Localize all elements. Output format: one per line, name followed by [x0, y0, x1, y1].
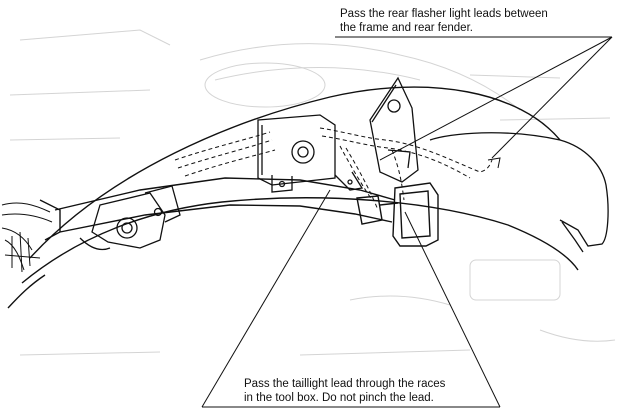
taillight-connector	[356, 182, 439, 247]
callout-leaders	[201, 36, 613, 408]
wiring-harness-runs	[174, 127, 493, 211]
callout-bottom-line-2: in the tool box. Do not pinch the lead.	[244, 392, 434, 404]
taillight-housing	[429, 132, 609, 253]
ghosted-background-drawing	[9, 29, 616, 356]
callout-top-line-2: the frame and rear fender.	[340, 22, 473, 34]
callout-taillight-lead: Pass the taillight lead through the race…	[244, 377, 445, 405]
rear-fender	[7, 86, 579, 309]
center-bracket	[257, 114, 364, 193]
left-mounting-bracket	[79, 185, 181, 251]
left-wire-bundle	[1, 202, 53, 273]
flasher-lead-end	[487, 157, 501, 169]
tool-box-bracket	[369, 76, 419, 183]
callout-bottom-line-1: Pass the taillight lead through the race…	[244, 378, 446, 390]
callout-top-line-1: Pass the rear flasher light leads betwee…	[340, 8, 548, 20]
callout-rear-flasher-leads: Pass the rear flasher light leads betwee…	[340, 7, 548, 35]
frame-rail	[39, 177, 396, 241]
